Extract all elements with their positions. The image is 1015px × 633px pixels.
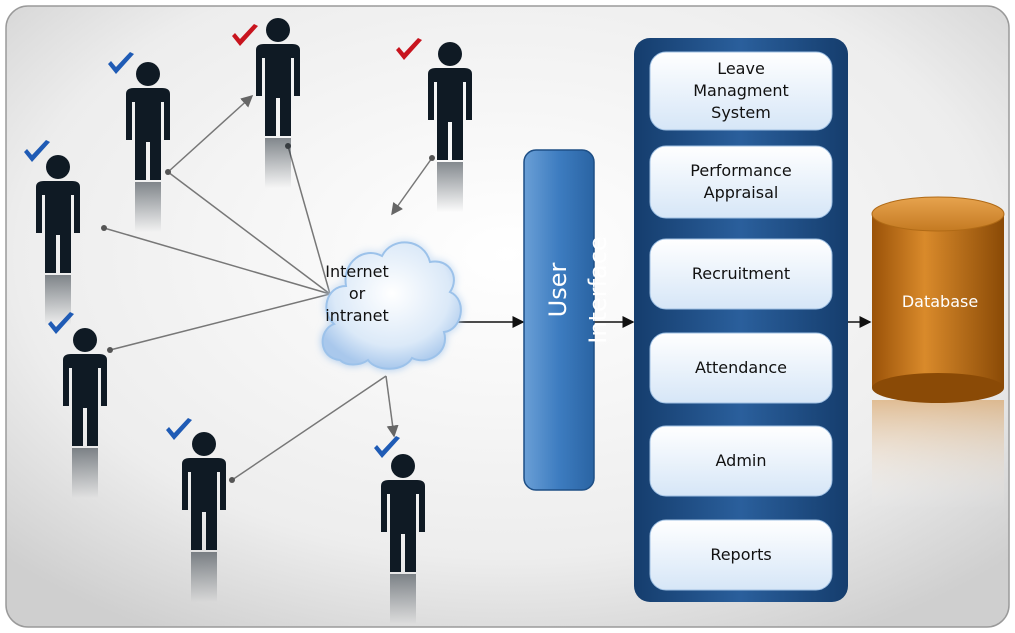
module-box-2 [649,238,833,310]
module-box-4 [649,425,833,497]
user-icon-1 [256,18,300,188]
blue-check-icon [48,312,74,334]
module-label-0: Leave Managment System [693,59,789,122]
blue-check-icon [24,140,50,162]
user-interface-panel [523,149,595,491]
module-box-5 [649,519,833,591]
cloud-icon [321,241,462,370]
database-label: Database [901,292,979,311]
user-icon-5 [182,432,226,602]
users-group [24,18,472,624]
database-icon [871,196,1005,510]
user-icon-2 [428,42,472,212]
module-label-5: Reports [710,545,772,564]
user-icon-6 [381,454,425,624]
red-check-icon [232,24,258,46]
user-icon-0 [126,62,170,232]
network-label: Internet or intranet [325,262,389,325]
module-box-1 [649,145,833,219]
user-icon-4 [63,328,107,498]
module-box-3 [649,332,833,404]
user-connectors [103,94,433,481]
module-label-2: Recruitment [691,264,791,283]
red-check-icon [396,38,422,60]
module-label-4: Admin [715,451,767,470]
user-interface-label: User Interface [544,236,612,344]
blue-check-icon [374,436,400,458]
blue-check-icon [166,418,192,440]
module-box-0 [649,51,833,131]
module-label-1: Performance Appraisal [690,161,792,202]
blue-check-icon [108,52,134,74]
module-boxes [649,51,833,591]
module-label-3: Attendance [695,358,787,377]
